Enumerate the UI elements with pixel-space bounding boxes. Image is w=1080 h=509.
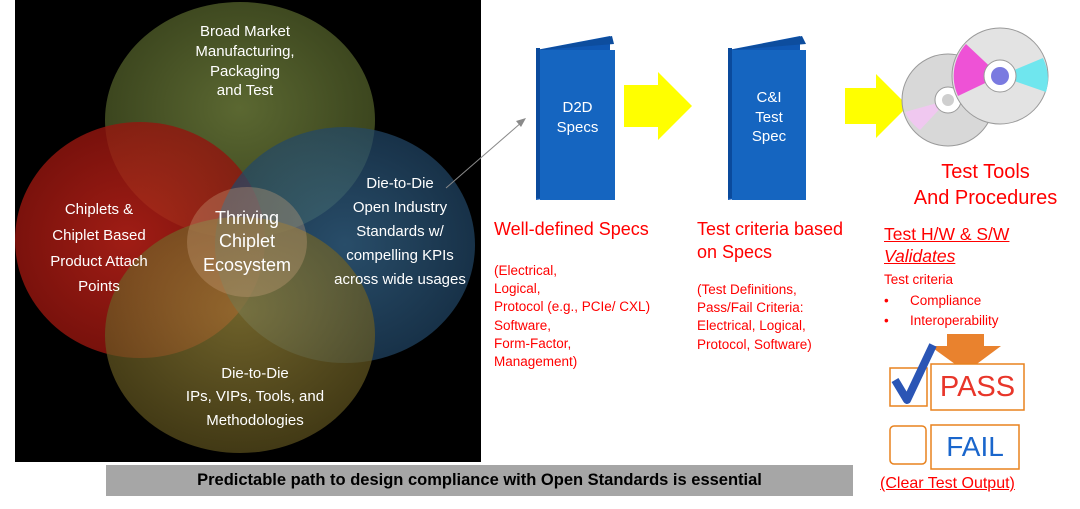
venn-label-chiplets: Chiplets & Chiplet Based Product Attach … xyxy=(29,197,169,300)
detail-line: Protocol, Software) xyxy=(697,336,812,352)
test-tools-heading: Test Tools And Procedures xyxy=(903,160,1068,211)
d2d-spec-label: D2D Specs xyxy=(540,98,615,137)
ci-test-spec-book xyxy=(728,36,806,200)
detail-line: Software, xyxy=(494,317,552,333)
book-label-line: D2D xyxy=(562,99,593,116)
test-criteria-heading: Test criteria based on Specs xyxy=(697,218,872,263)
venn-label-standards: Die-to-Die Open Industry Standards w/ co… xyxy=(320,172,480,292)
clear-test-output-label: (Clear Test Output) xyxy=(880,475,1015,492)
connector-line xyxy=(445,121,523,189)
detail-line: (Electrical, xyxy=(494,263,558,278)
detail-line: Management) xyxy=(494,354,578,370)
pass-label: PASS xyxy=(939,371,1016,403)
venn-label-line: Chiplets & xyxy=(64,201,134,218)
detail-line: (Test Definitions, xyxy=(697,282,797,297)
venn-label-line: Broad Market xyxy=(199,23,291,40)
test-criteria-label: Test criteria xyxy=(884,272,954,287)
fail-checkbox xyxy=(889,425,927,465)
test-criteria-details: (Test Definitions, Pass/Fail Criteria: E… xyxy=(697,281,872,354)
bottom-banner-text: Predictable path to design compliance wi… xyxy=(197,471,762,489)
venn-label-die-to-die-ips: Die-to-Die IPs, VIPs, Tools, and Methodo… xyxy=(160,362,350,432)
list-item: •Interoperability xyxy=(884,312,999,328)
venn-label-line: Standards w/ xyxy=(356,223,444,240)
detail-line: Electrical, Logical, xyxy=(697,318,806,334)
criteria-item-label: Interoperability xyxy=(910,312,999,328)
book-label-line: Test xyxy=(755,108,783,126)
down-arrow xyxy=(930,334,1001,372)
validates-label: Validates xyxy=(884,246,956,266)
detail-line: Form-Factor, xyxy=(494,335,572,351)
d2d-spec-book xyxy=(536,36,615,200)
test-hw-sw-heading: Test H/W & S/W xyxy=(884,224,1010,244)
well-defined-specs-heading: Well-defined Specs xyxy=(494,218,694,241)
fail-box xyxy=(930,424,1020,470)
heading-line: Test Tools xyxy=(941,161,1030,183)
venn-label-line: Die-to-Die xyxy=(221,365,289,382)
venn-label-line: Die-to-Die xyxy=(366,175,434,192)
venn-label-line: and Test xyxy=(216,82,274,100)
book-label-line: Spec xyxy=(751,128,787,145)
venn-label-line: Product Attach xyxy=(50,252,148,270)
venn-label-line: Methodologies xyxy=(206,411,304,429)
venn-label-line: Packaging xyxy=(209,62,281,80)
ci-spec-label: C&I Test Spec xyxy=(732,88,806,147)
pass-box xyxy=(930,363,1025,411)
venn-label-line: Ecosystem xyxy=(202,254,292,275)
detail-line: Pass/Fail Criteria: xyxy=(697,300,804,316)
venn-label-line: Chiplet Based xyxy=(52,226,146,244)
list-item: •Compliance xyxy=(884,293,982,308)
heading-line: Well-defined Specs xyxy=(494,219,649,239)
heading-line: And Procedures xyxy=(913,186,1058,209)
venn-label-manufacturing: Broad Market Manufacturing, Packaging an… xyxy=(155,22,335,101)
connector-arrowhead xyxy=(516,118,526,127)
venn-label-line: Open Industry xyxy=(352,199,448,216)
book-label-line: Specs xyxy=(556,118,599,136)
venn-label-line: Points xyxy=(78,278,120,296)
venn-label-center: Thriving Chiplet Ecosystem xyxy=(187,207,307,277)
yellow-arrow-1 xyxy=(624,72,692,140)
heading-line: Test criteria based xyxy=(697,219,844,239)
venn-label-line: across wide usages xyxy=(334,271,466,288)
venn-center-highlight xyxy=(187,187,307,297)
criteria-item-label: Compliance xyxy=(910,293,982,308)
venn-label-line: Manufacturing, xyxy=(195,42,295,60)
venn-diagram-graphic xyxy=(15,2,475,453)
check-icon xyxy=(891,343,937,404)
venn-label-line: Chiplet xyxy=(218,231,276,252)
venn-diagram-panel: Broad Market Manufacturing, Packaging an… xyxy=(15,0,481,462)
venn-circle-die-to-die-ips xyxy=(105,217,375,453)
bottom-banner xyxy=(106,465,853,496)
book-label-line: C&I xyxy=(756,89,782,106)
well-defined-specs-details: (Electrical, Logical, Protocol (e.g., PC… xyxy=(494,262,694,371)
disc-icon xyxy=(951,27,1049,125)
detail-line: Logical, xyxy=(494,281,541,297)
heading-line: on Specs xyxy=(697,241,773,262)
criteria-list: •Compliance •Interoperability xyxy=(884,291,1074,330)
detail-line: Protocol (e.g., PCIe/ CXL) xyxy=(494,299,651,315)
fail-label: FAIL xyxy=(946,431,1004,462)
venn-label-line: Thriving xyxy=(214,208,280,228)
yellow-arrow-2 xyxy=(845,74,908,138)
venn-label-line: compelling KPIs xyxy=(346,247,454,264)
venn-label-line: IPs, VIPs, Tools, and xyxy=(185,388,325,406)
